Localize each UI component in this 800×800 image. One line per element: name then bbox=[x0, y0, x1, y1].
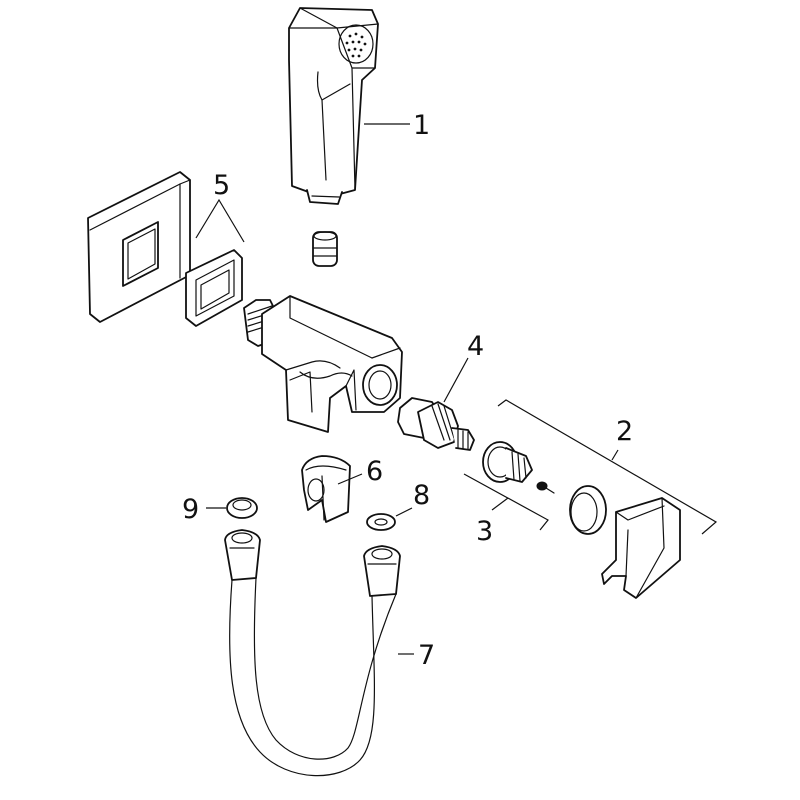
callout-7: 7 bbox=[418, 640, 435, 671]
callout-3: 3 bbox=[476, 516, 493, 547]
retaining-nut bbox=[482, 441, 533, 483]
callout-4: 4 bbox=[467, 331, 484, 362]
gasket bbox=[185, 249, 243, 327]
screw bbox=[536, 481, 555, 494]
leader-lines bbox=[195, 123, 718, 655]
shower-hose bbox=[224, 529, 401, 777]
spray-face-holes bbox=[345, 32, 367, 58]
callout-1: 1 bbox=[413, 110, 430, 141]
connector-insert bbox=[312, 231, 338, 267]
cover-plate bbox=[87, 171, 191, 323]
washer-9 bbox=[226, 497, 258, 519]
holder-clip bbox=[301, 455, 351, 523]
callout-9: 9 bbox=[182, 494, 199, 525]
valve-cartridge bbox=[397, 397, 475, 451]
callout-2: 2 bbox=[616, 416, 633, 447]
callout-5: 5 bbox=[213, 170, 230, 201]
handle-knob bbox=[601, 497, 681, 599]
callout-6: 6 bbox=[366, 456, 383, 487]
wall-outlet-body bbox=[243, 295, 403, 433]
ring bbox=[569, 485, 607, 535]
callout-8: 8 bbox=[413, 480, 430, 511]
washer-8 bbox=[366, 513, 396, 531]
hand-shower bbox=[288, 7, 379, 205]
